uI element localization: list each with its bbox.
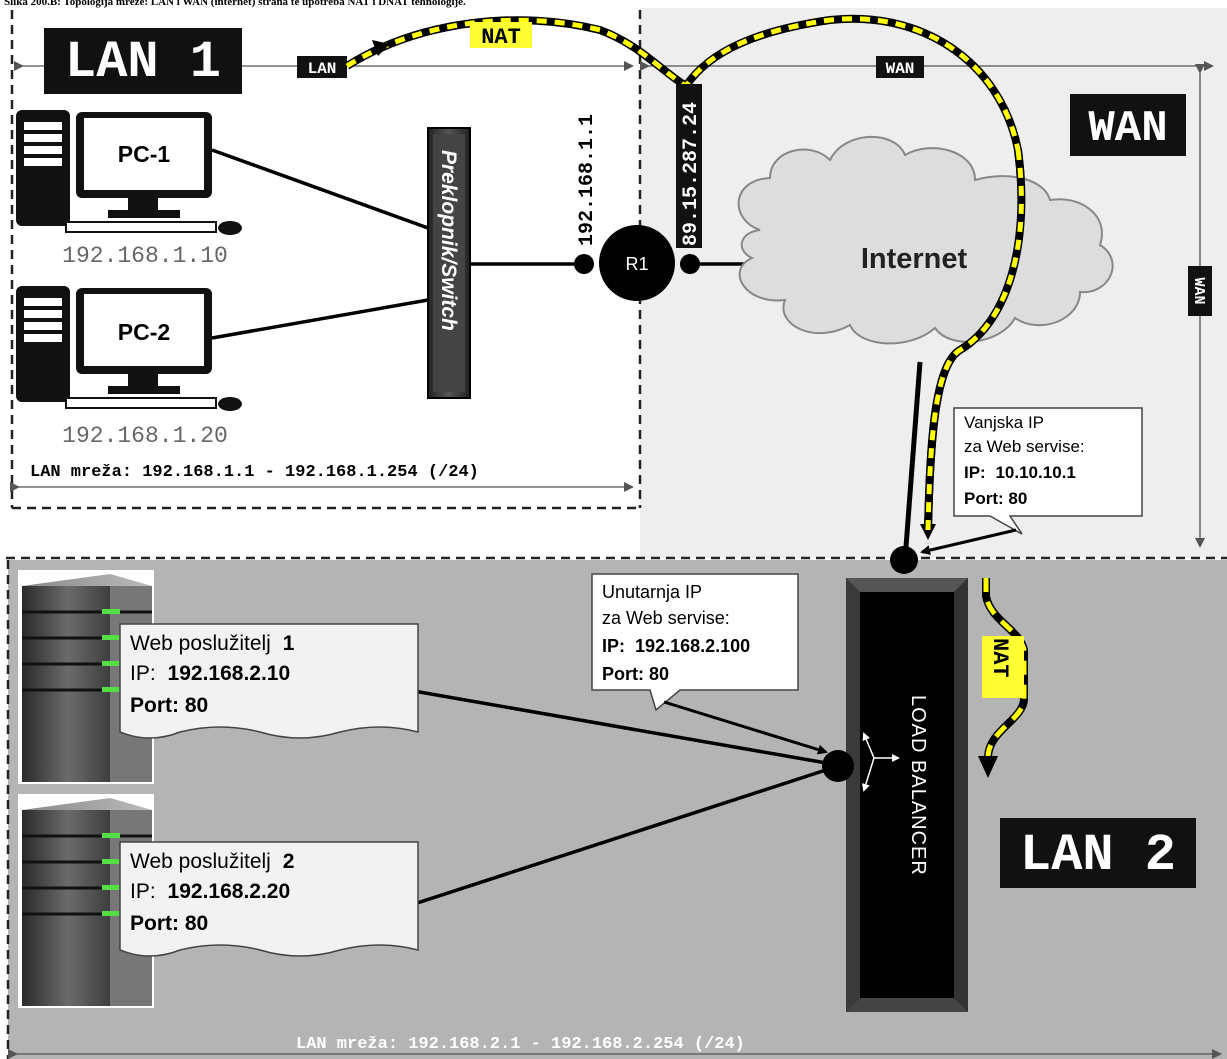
pc2[interactable]: PC-2 [16, 286, 242, 411]
internal-callout-pointer [663, 700, 828, 755]
switch[interactable]: Preklopnik/Switch [427, 127, 471, 399]
wan-vertical-label-box [1188, 266, 1212, 316]
server2-ip-prefix: IP: [130, 880, 156, 903]
external-callout-port: Port: 80 [964, 489, 1027, 508]
switch-label: Preklopnik/Switch [437, 150, 460, 331]
external-ip-callout: Vanjska IP za Web servise: IP: 10.10.10.… [953, 407, 1143, 535]
lan2-range-label: LAN mreža: 192.168.2.1 - 192.168.2.254 (… [296, 1035, 745, 1054]
lan1-title-box [44, 28, 242, 94]
server1-port: Port: 80 [130, 694, 208, 717]
external-callout-ip-value: 10.10.10.1 [995, 463, 1075, 482]
internal-ip-callout: Unutarnja IP za Web servise: IP: 192.168… [591, 573, 799, 712]
pc1-label: PC-1 [118, 141, 171, 167]
external-callout-line2: za Web servise: [964, 437, 1085, 456]
svg-text:IP: 192.168.2.10: IP: 192.168.2.10 [130, 662, 290, 685]
wan-title: WAN [1088, 104, 1167, 154]
router-wan-ip: 89.15.287.24 [680, 102, 703, 246]
server1-name: Web poslužitelj [130, 632, 271, 655]
svg-text:Web poslužitelj 2: Web poslužitelj 2 [130, 850, 294, 873]
pc2-ip: 192.168.1.20 [62, 423, 228, 449]
pc1-ip: 192.168.1.10 [62, 243, 228, 269]
external-callout-ip-prefix: IP: [964, 463, 986, 482]
lan-arrow-label: LAN [308, 60, 337, 78]
svg-text:IP: 192.168.2.20: IP: 192.168.2.20 [130, 880, 290, 903]
internal-callout-port: Port: 80 [602, 664, 669, 684]
wan-vertical-label: WAN [1190, 277, 1207, 304]
internet-to-lb-link [902, 361, 923, 561]
lan1-range-label: LAN mreža: 192.168.1.1 - 192.168.1.254 (… [30, 463, 479, 482]
internal-callout-ip-value: 192.168.2.100 [635, 636, 750, 656]
lan-arrow-label-box [297, 56, 347, 78]
svg-text:IP: 10.10.10.1: IP: 10.10.10.1 [964, 463, 1076, 482]
server2-number: 2 [283, 850, 295, 873]
server2-callout: Web poslužitelj 2 IP: 192.168.2.20 Port:… [119, 841, 419, 957]
router-lan-ip: 192.168.1.1 [576, 114, 599, 246]
web-server-2[interactable] [18, 794, 154, 1008]
server-links [407, 688, 833, 908]
lan2-title-box [1000, 818, 1196, 888]
router-wan-port [680, 254, 700, 274]
wan-title-box [1070, 94, 1186, 156]
internal-callout-line2: za Web servise: [602, 608, 730, 628]
nat2-label-box [982, 636, 1024, 698]
server2-name: Web poslužitelj [130, 850, 271, 873]
internet-label: Internet [861, 243, 968, 275]
external-callout-line1: Vanjska IP [964, 413, 1044, 432]
router-wan-ip-box [676, 84, 702, 248]
server1-ip-value: 192.168.2.10 [168, 662, 291, 685]
nat-path-arrowhead-start [372, 40, 390, 56]
lan2-title: LAN 2 [1020, 826, 1176, 885]
pc2-label: PC-2 [118, 319, 170, 345]
internal-callout-line1: Unutarnja IP [602, 582, 702, 602]
svg-text:IP: 192.168.2.100: IP: 192.168.2.100 [602, 636, 750, 656]
load-balancer-label: LOAD BALANCER [907, 695, 929, 876]
nat-label-box [470, 22, 532, 48]
router-r1[interactable]: R1 [599, 225, 675, 301]
internal-callout-ip-prefix: IP: [602, 636, 625, 656]
external-callout-pointer [920, 528, 1017, 556]
server1-callout: Web poslužitelj 1 IP: 192.168.2.10 Port:… [119, 623, 419, 739]
pc1[interactable]: PC-1 [16, 110, 242, 235]
lb-wan-port [890, 546, 918, 574]
server1-ip-prefix: IP: [130, 662, 156, 685]
server1-number: 1 [283, 632, 295, 655]
load-balancer[interactable]: LOAD BALANCER [846, 578, 968, 1012]
lb-lan-port [822, 750, 854, 782]
nat-label: NAT [481, 25, 521, 50]
lan1-links [211, 148, 748, 340]
server2-ip-value: 192.168.2.20 [168, 880, 291, 903]
wan-arrow-label-box [876, 56, 924, 78]
nat2-arrowhead [978, 756, 998, 778]
wan-arrow-label: WAN [886, 60, 915, 78]
server2-port: Port: 80 [130, 912, 208, 935]
distribution-icon [861, 732, 900, 792]
svg-text:Web poslužitelj 1: Web poslužitelj 1 [130, 632, 295, 655]
lan1-title: LAN 1 [65, 33, 221, 92]
router-lan-port [574, 254, 594, 274]
nat2-label: NAT [987, 638, 1012, 678]
figure-caption: Slika 200.B: Topologija mreže: LAN i WAN… [4, 0, 466, 8]
router-label: R1 [625, 254, 648, 274]
